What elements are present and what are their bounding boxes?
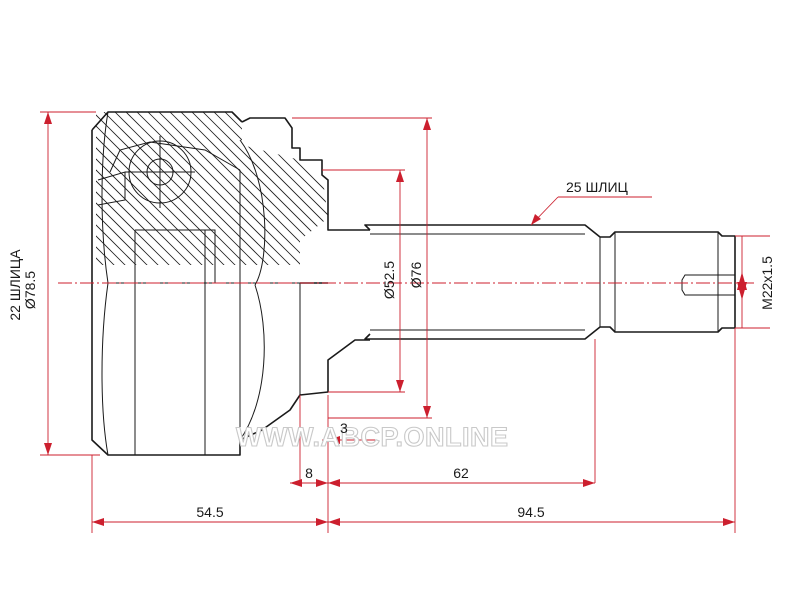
hatch-line [0,112,44,272]
hatch-line [224,112,328,265]
hatch-line [96,112,166,265]
hatch-line [0,112,33,272]
hatch-line [312,112,328,265]
dim-housing-length: 54.5 [196,504,223,520]
hatch-line [246,112,328,265]
dim-seal-diameter: Ø76 [408,262,424,289]
hatch-line [257,112,328,265]
dim-shaft-length: 62 [453,465,469,481]
hatch-line [96,112,122,265]
housing-hatching [0,112,583,272]
hatch-line [202,112,328,265]
hatch-line [96,112,133,265]
hatch-line [0,112,11,272]
hatch-line [279,112,328,265]
hatch-line [96,112,111,265]
hatch-line [412,112,572,272]
hatch-line [96,112,221,265]
hatch-line [136,112,298,265]
watermark-text: WWW.ABCP.ONLINE [236,422,509,452]
hatch-line [401,112,561,272]
hatch-line [96,112,188,265]
hatch-line [96,112,144,265]
dim-overall-shaft-length: 94.5 [517,504,544,520]
hatch-line [96,112,155,265]
hatch-line [147,112,309,265]
hatch-line [213,112,328,265]
hatch-line [114,112,276,265]
hatch-line [96,112,177,265]
hatch-line [368,112,528,272]
hatch-line [323,112,328,265]
hatch-line [0,112,55,272]
hatch-line [0,112,88,272]
hatch-line [96,112,254,265]
dim-left-diameter: Ø78.5 [22,271,38,309]
hatch-line [0,112,77,272]
hatch-line [0,112,22,272]
dim-shaft-diameter: Ø52.5 [381,261,397,299]
dimension-lines [40,111,770,533]
dim-left-splines: 22 ШЛИЦА [7,249,23,321]
dim-thread: M22x1.5 [759,256,775,310]
hatch-line [390,112,550,272]
dim-shaft-splines: 25 ШЛИЦ [566,179,629,195]
hatch-line [0,112,66,272]
hatch-line [346,112,506,272]
hatch-line [379,112,539,272]
hatch-line [301,112,328,265]
hatch-line [96,112,100,265]
cv-joint-shaft [364,224,736,340]
dim-flange-width: 8 [305,465,313,481]
hatch-line [96,112,232,265]
hatch-line [158,112,320,265]
cv-joint-housing [0,111,583,456]
dim-step-width: 3 [340,420,348,436]
hatch-line [357,112,517,272]
hatch-line [235,112,328,265]
hatch-line [423,112,583,272]
hatch-line [335,112,495,272]
hatch-line [96,112,210,265]
hatch-line [96,112,243,265]
hatch-line [169,112,328,265]
hatch-line [96,112,199,265]
hatch-line [125,112,287,265]
hatch-line [268,112,328,265]
